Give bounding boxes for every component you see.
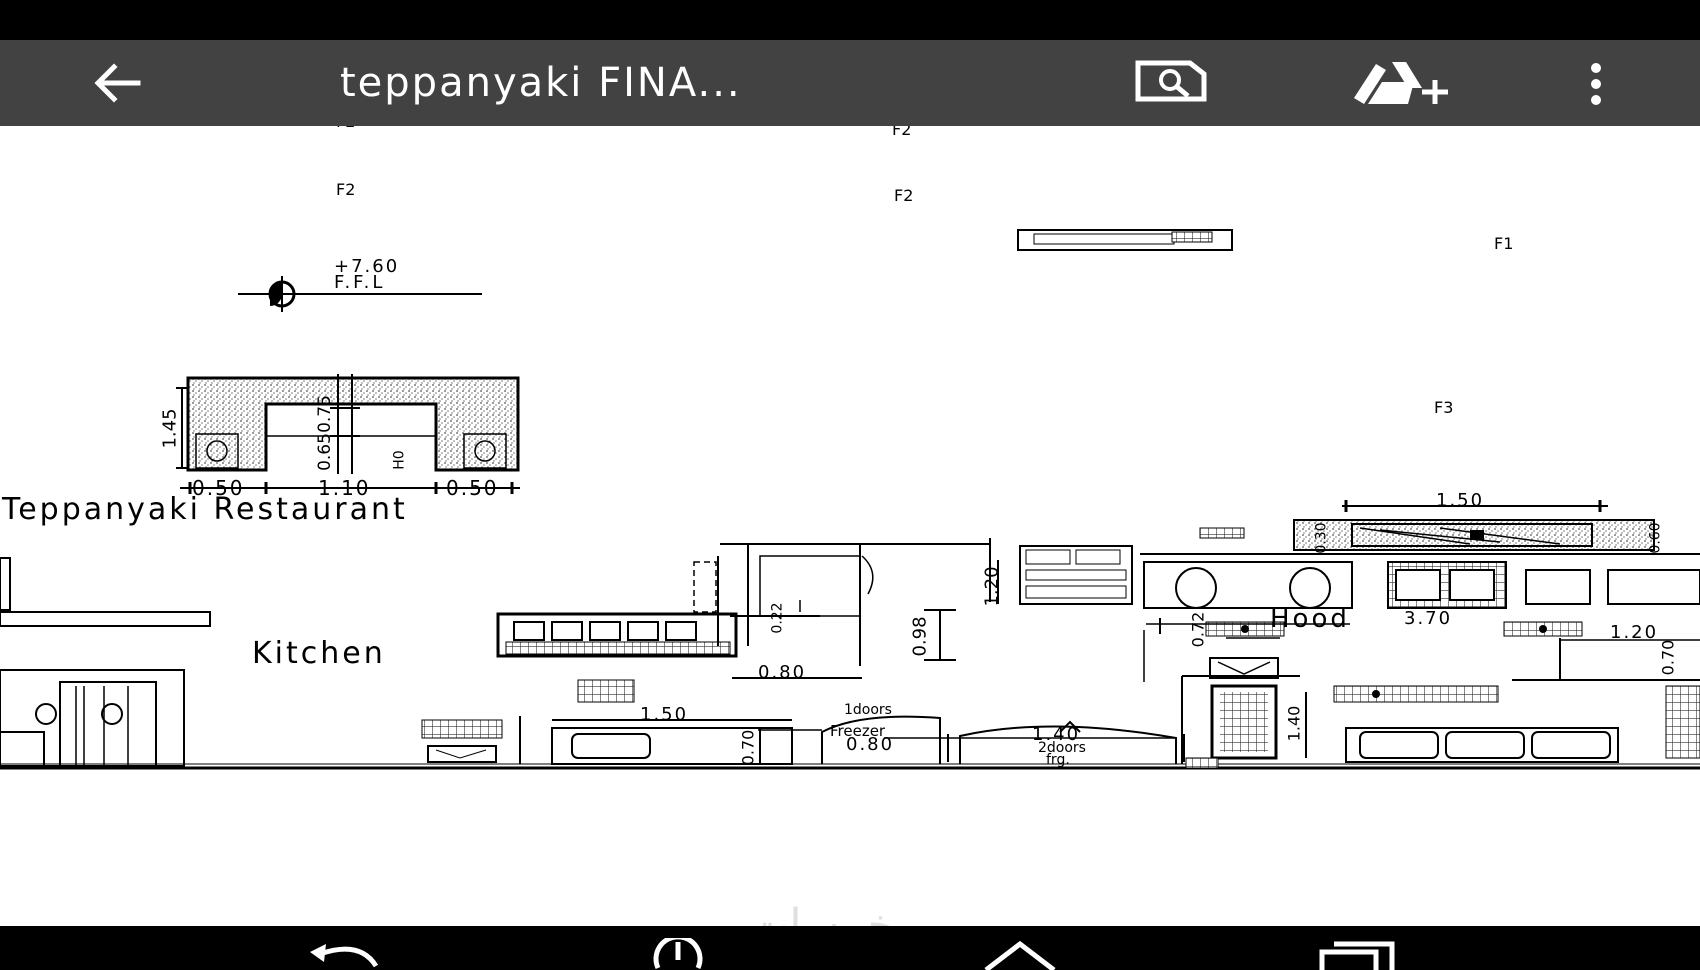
tag-f2: F2 (894, 186, 914, 205)
kitchen-layout (0, 500, 1700, 770)
dim-label: 0.98 (909, 616, 931, 657)
dim-label: 0.50 (192, 476, 245, 500)
hood-label: Hood (1270, 604, 1350, 634)
add-to-drive-icon[interactable] (1348, 58, 1452, 106)
upper-fixture (1017, 229, 1233, 251)
dim-label: 1.40 (1284, 705, 1304, 742)
dim-label: 0.80 (846, 734, 895, 755)
dim-label: 1doors (844, 702, 892, 718)
dim-label: 0.30 (1313, 522, 1330, 554)
dim-label: 1.10 (318, 476, 371, 500)
dim-label: 0.70 (738, 729, 758, 766)
kitchen-label: Kitchen (252, 636, 386, 671)
floor-plan-graphics (0, 229, 1700, 770)
dim-label: 0.65 (314, 433, 335, 471)
system-nav-bar (0, 926, 1700, 970)
dim-label: 1.45 (159, 408, 181, 449)
dim-label: 0.60 (1647, 522, 1664, 554)
dim-label: frg. (1046, 752, 1070, 768)
recents-nav-icon[interactable] (1318, 938, 1398, 970)
dim-label: 1.40 (1032, 724, 1081, 745)
status-bar (0, 0, 1700, 40)
level-label: F.F.L (334, 272, 386, 293)
tag-f1: F1 (1494, 234, 1514, 253)
drawing-canvas[interactable]: F2 F2 F2 F2 F1 F1 F3 +7.60 F.F.L 0.50 1.… (0, 126, 1700, 926)
home-nav-icon[interactable] (982, 938, 1058, 970)
tag-f2: F2 (336, 180, 356, 199)
back-arrow-icon[interactable] (92, 58, 142, 108)
dim-label: 3.70 (1404, 608, 1453, 629)
level-value: +7.60 (334, 256, 400, 277)
dim-label: 0.22 (769, 602, 786, 634)
tag-f2: F2 (892, 126, 912, 139)
teppanyaki-counter (176, 374, 520, 494)
tag-f2: F2 (336, 126, 355, 131)
tag-f3: F3 (1434, 398, 1454, 417)
back-nav-icon[interactable] (300, 938, 384, 970)
dim-label: H0 (391, 450, 408, 470)
dim-label: 0.75 (314, 395, 335, 433)
dim-label: 1.50 (1436, 490, 1485, 511)
dim-label: 1.50 (640, 704, 689, 725)
dim-label: 0.80 (758, 662, 807, 683)
freezer-label: Freezer (830, 722, 886, 740)
power-icon[interactable] (640, 938, 716, 970)
dim-label: 1.20 (981, 566, 1003, 607)
level-marker (238, 276, 482, 312)
dim-label: 0.50 (446, 476, 499, 500)
overflow-menu-icon[interactable] (1584, 62, 1608, 106)
dim-label: 2doors (1038, 740, 1086, 756)
dim-label: 0.72 (1188, 611, 1208, 648)
document-title: teppanyaki FINA... (340, 60, 742, 106)
find-in-page-icon[interactable] (1132, 60, 1210, 102)
dim-label: 1.20 (1610, 622, 1659, 643)
restaurant-title: Teppanyaki Restaurant (2, 492, 408, 527)
dim-label: 0.70 (1658, 639, 1678, 676)
app-bar: teppanyaki FINA... (0, 40, 1700, 126)
